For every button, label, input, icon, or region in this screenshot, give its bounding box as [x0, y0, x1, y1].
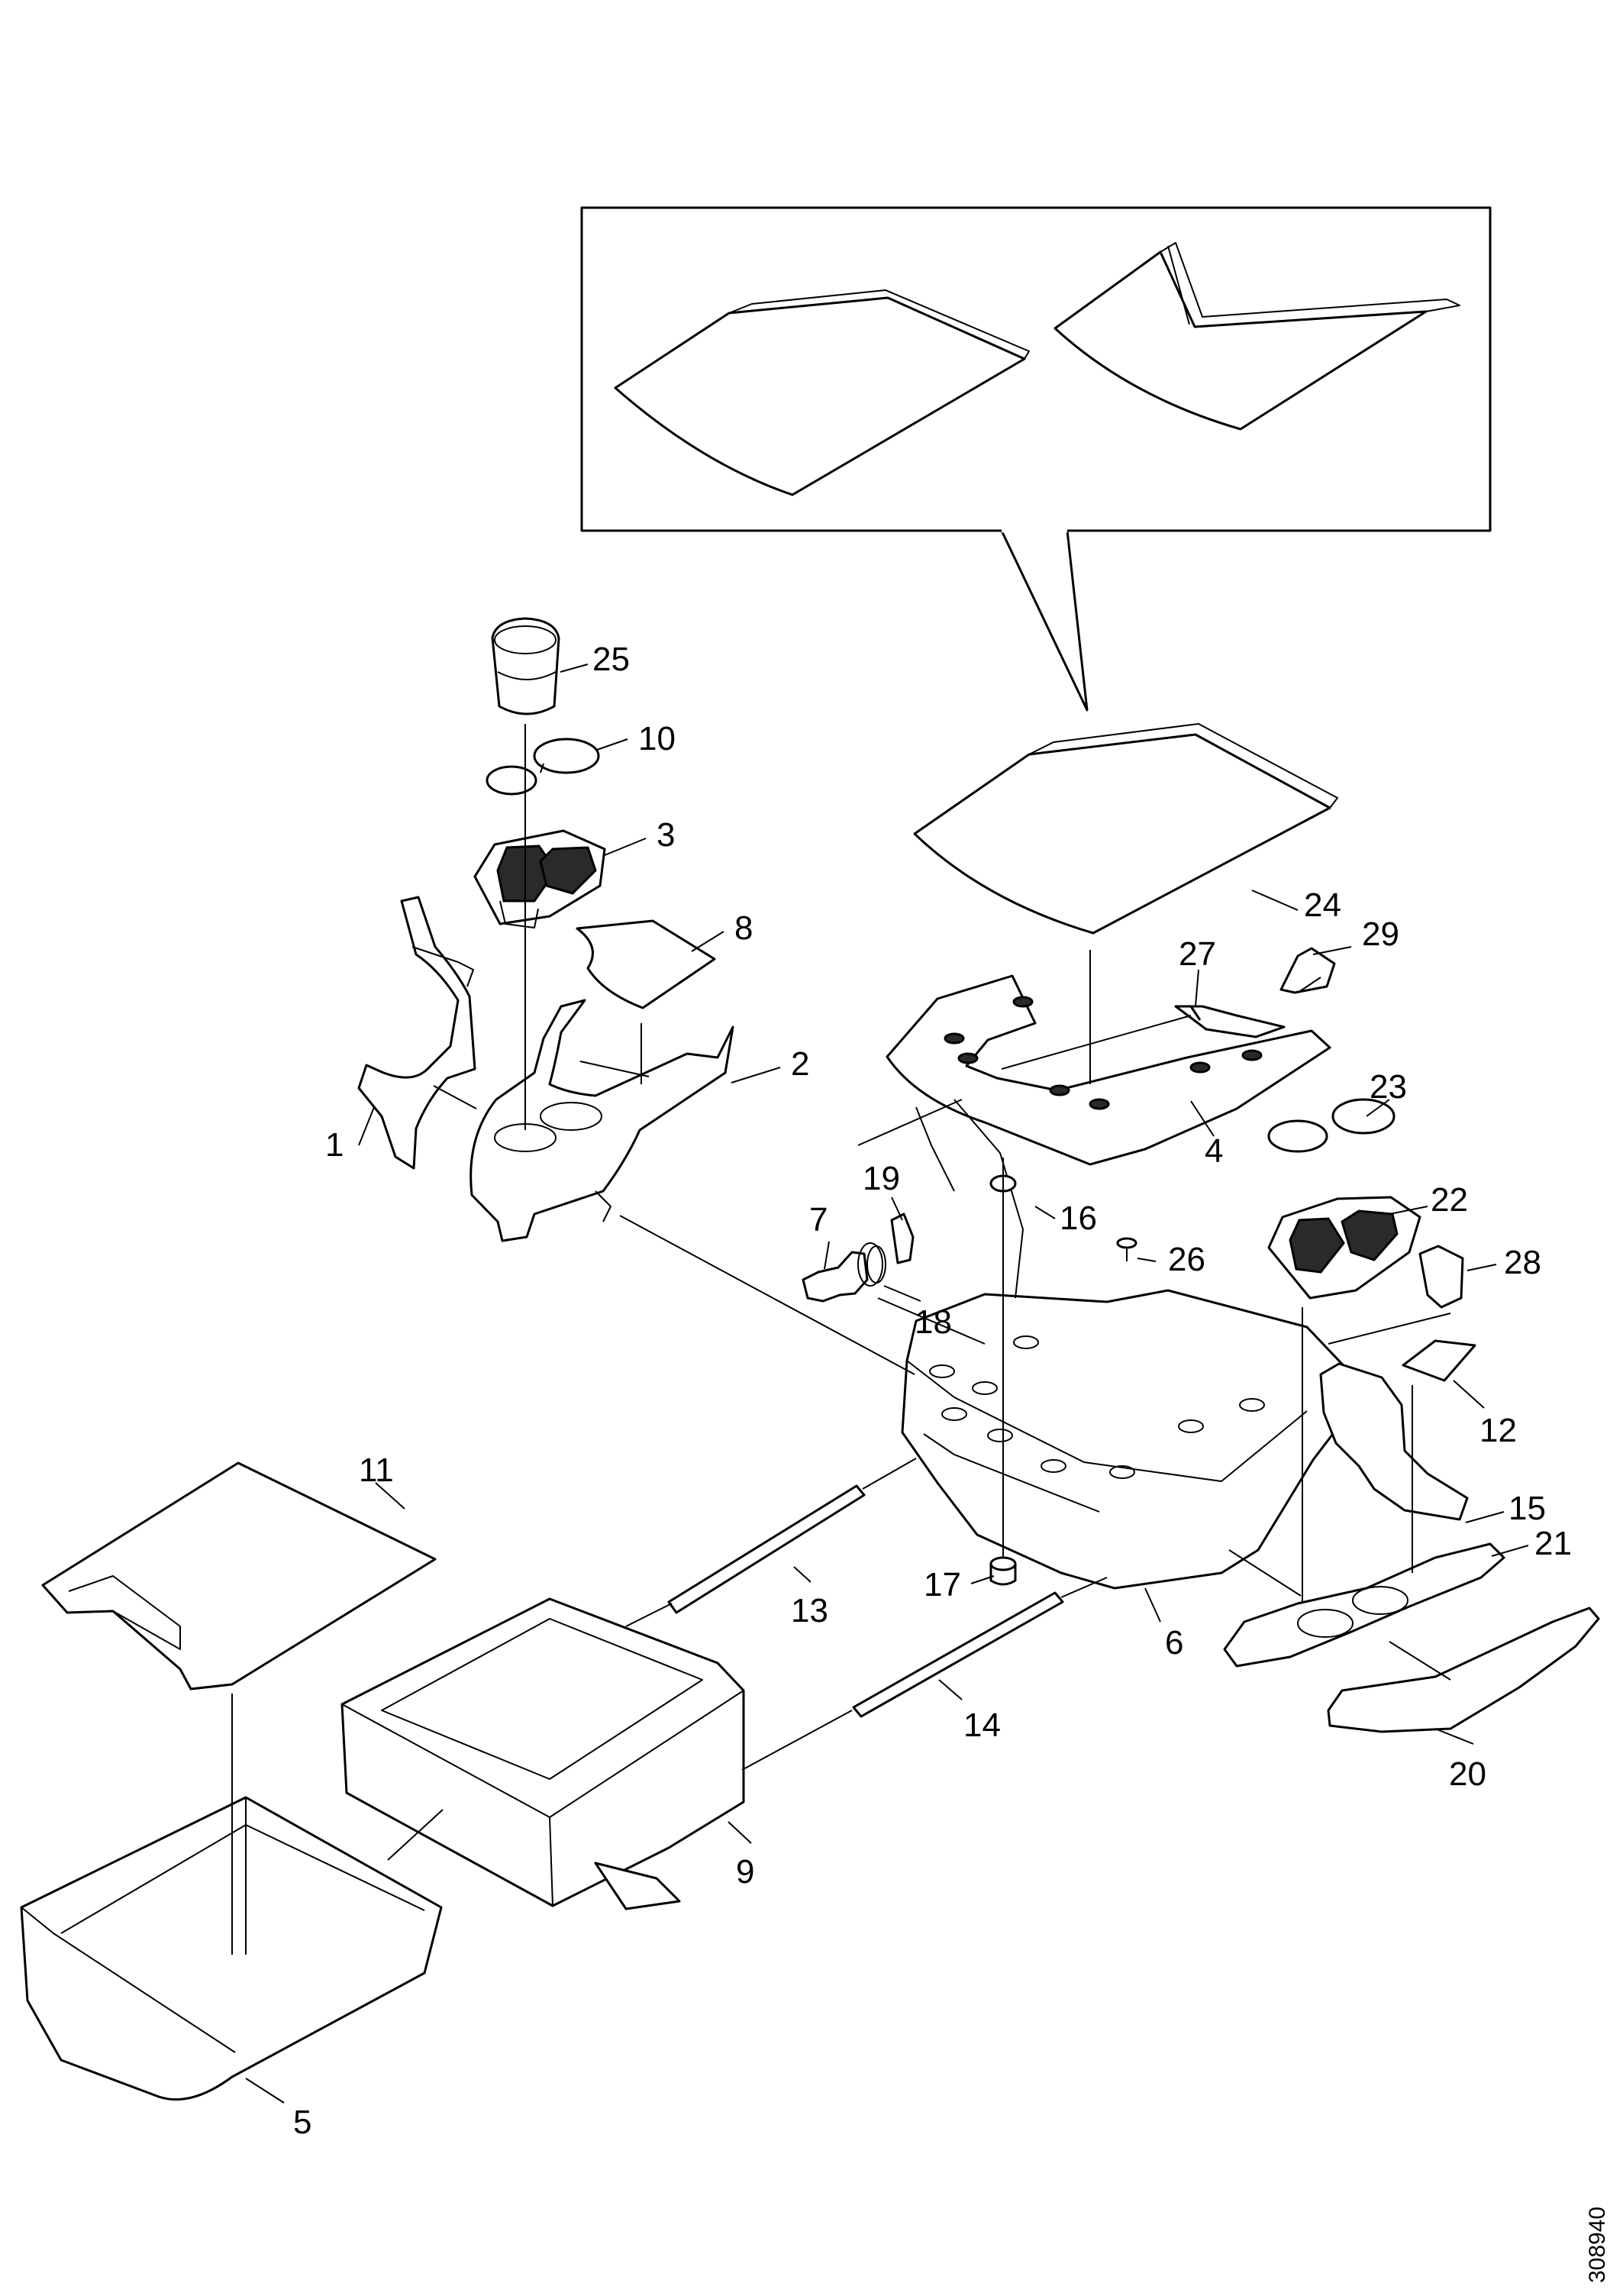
callout-28: 28: [1504, 1244, 1541, 1281]
callout-9: 9: [736, 1853, 754, 1891]
part-12-label: [1402, 1339, 1476, 1382]
part-23-ring-seal: [1267, 1098, 1396, 1153]
part-25-cup-insert: [491, 617, 560, 715]
callout-21: 21: [1534, 1525, 1572, 1562]
callout-13: 13: [791, 1592, 828, 1629]
part-2-holder-bracket: [469, 999, 734, 1242]
callout-6: 6: [1165, 1624, 1183, 1661]
part-27-clip: [1174, 1005, 1286, 1038]
callout-14: 14: [963, 1707, 1001, 1744]
callout-leaders: [245, 664, 1529, 2104]
mat-variant-left: [614, 289, 1030, 496]
callout-12: 12: [1479, 1412, 1517, 1449]
callout-20: 20: [1449, 1755, 1486, 1793]
part-20-trim-strip: [1327, 1607, 1600, 1733]
part-8-trim-mat: [576, 919, 716, 1009]
callout-27: 27: [1179, 935, 1216, 973]
part-3-cup-holder: [473, 829, 606, 928]
callout-2: 2: [791, 1045, 809, 1083]
callout-8: 8: [734, 909, 753, 947]
callout-26: 26: [1168, 1241, 1205, 1278]
part-4-frame: [886, 974, 1331, 1166]
part-18-spring: [857, 1242, 886, 1287]
part-21-tray: [1223, 1542, 1505, 1668]
part-9-base-frame: [340, 1597, 745, 1910]
callout-labels: 1 2 3 4 5 6 7 8 9 10 11 12 13 14 15 16 1…: [293, 641, 1572, 2141]
part-6-housing: [901, 1099, 1368, 1590]
part-15-side-panel: [1319, 1362, 1469, 1521]
callout-11: 11: [359, 1452, 394, 1489]
callout-15: 15: [1508, 1490, 1546, 1527]
callout-23: 23: [1370, 1068, 1407, 1106]
callout-1: 1: [325, 1126, 344, 1164]
mat-variant-right: [1053, 242, 1460, 431]
callout-4: 4: [1205, 1132, 1223, 1170]
part-17-grommet: [989, 1556, 1017, 1586]
callout-18: 18: [915, 1303, 952, 1341]
part-26-screw: [1116, 1237, 1137, 1261]
part-29-bracket: [1279, 947, 1336, 994]
part-24-top-mat: [913, 723, 1338, 935]
part-19-latch: [890, 1213, 915, 1264]
part-13-rail: [667, 1484, 866, 1614]
part-7-lock: [802, 1251, 869, 1303]
assembly-lines: [231, 724, 1451, 1955]
callout-17: 17: [924, 1566, 961, 1603]
callout-22: 22: [1431, 1181, 1468, 1219]
part-1-side-bracket: [357, 896, 476, 1170]
part-10-ring-seal: [486, 738, 600, 796]
detail-inset-pointer: [1000, 530, 1089, 712]
callout-5: 5: [293, 2104, 311, 2141]
callout-16: 16: [1060, 1200, 1097, 1237]
callout-19: 19: [863, 1160, 900, 1197]
callout-25: 25: [592, 641, 630, 678]
callout-7: 7: [809, 1201, 828, 1238]
drawing-number: 308940: [1585, 2207, 1610, 2283]
callout-10: 10: [638, 720, 676, 757]
part-11-lid: [41, 1461, 437, 1691]
part-22-cup-holder: [1267, 1196, 1421, 1300]
detail-inset: [580, 206, 1492, 712]
callout-3: 3: [657, 816, 675, 854]
part-28-bracket: [1418, 1245, 1464, 1309]
callout-24: 24: [1304, 886, 1341, 924]
part-14-rail: [852, 1591, 1064, 1718]
callout-29: 29: [1362, 915, 1399, 953]
